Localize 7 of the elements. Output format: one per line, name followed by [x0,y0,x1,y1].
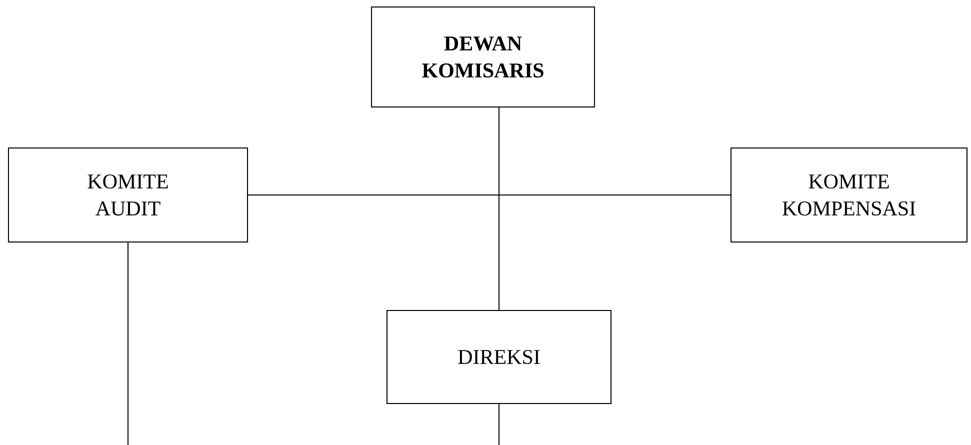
connector-line [498,404,500,445]
org-box: DEWAN KOMISARIS [371,6,595,108]
connector-line [248,194,731,196]
org-box: DIREKSI [386,310,612,404]
connector-line [498,107,500,310]
org-box: KOMITE KOMPENSASI [730,148,968,242]
org-box: KOMITE AUDIT [8,148,248,242]
